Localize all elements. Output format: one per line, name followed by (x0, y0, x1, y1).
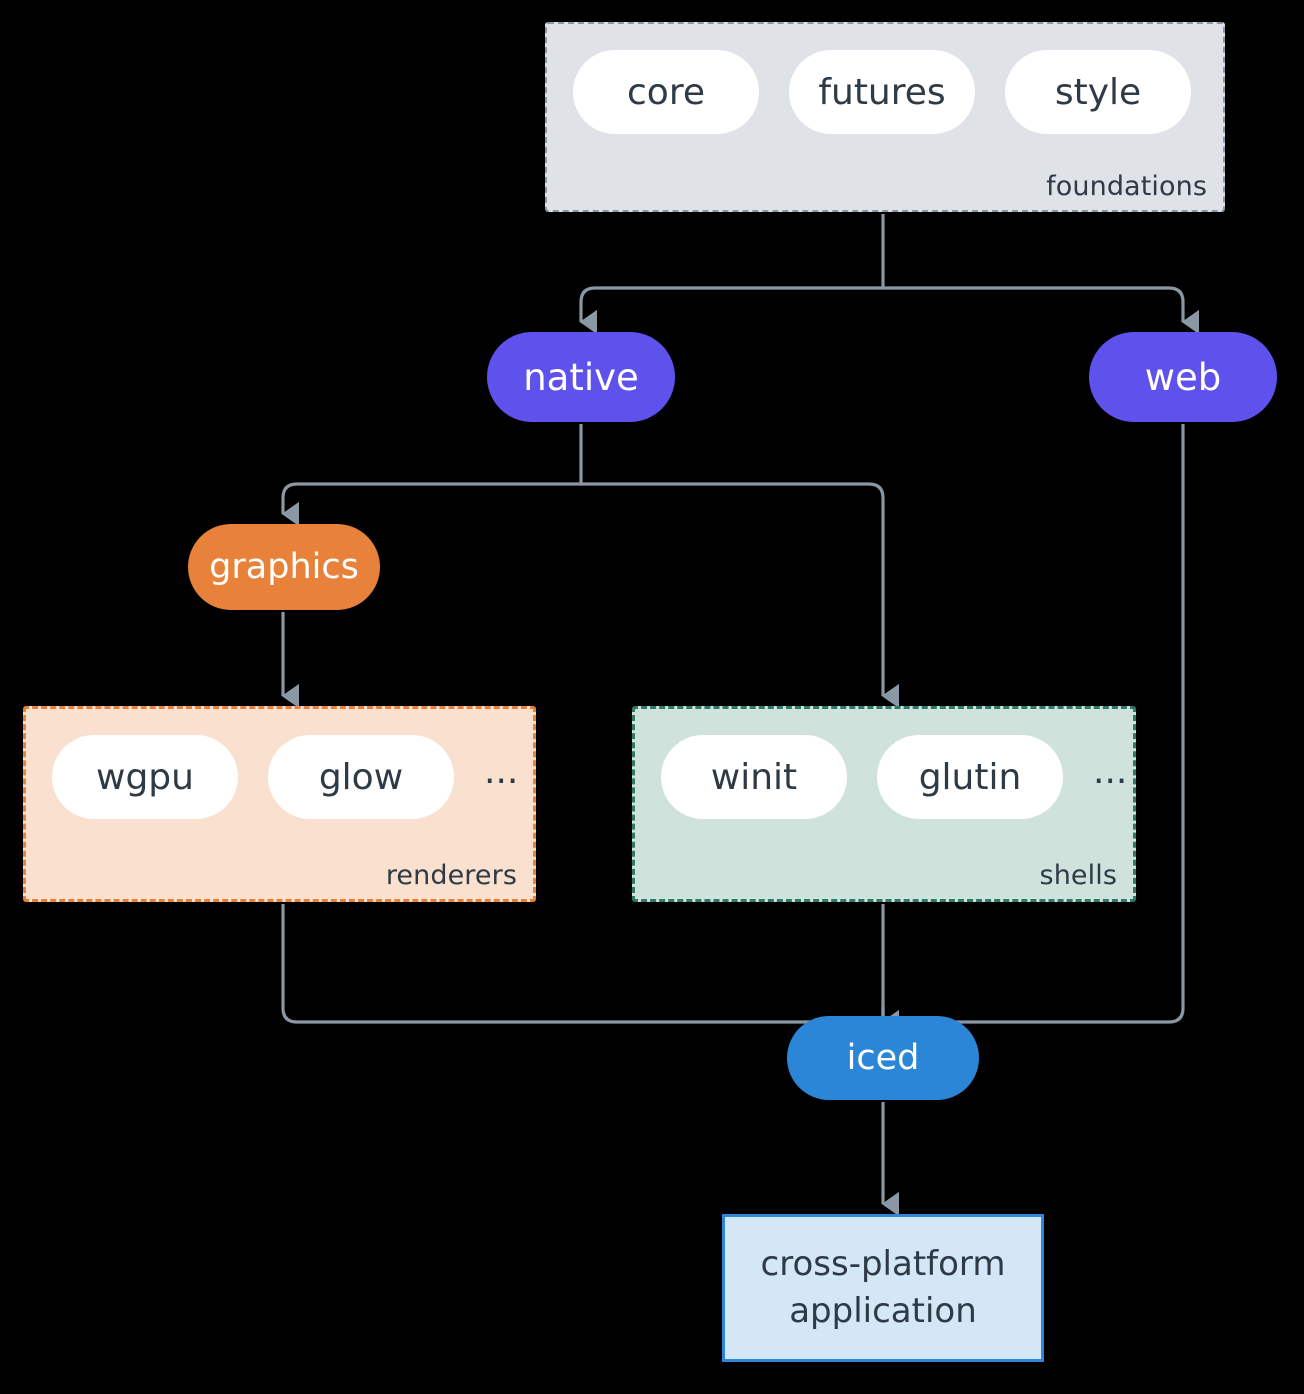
edge-native-to-shells (581, 482, 900, 709)
node-iced[interactable]: iced (787, 1016, 979, 1100)
application-label-line1: cross-platform (760, 1244, 1006, 1285)
group-label-shells: shells (1039, 860, 1117, 891)
node-web[interactable]: web (1089, 332, 1277, 422)
node-native[interactable]: native (487, 332, 675, 422)
edge-foundations-to-native (579, 286, 883, 335)
chip-futures[interactable]: futures (789, 50, 975, 134)
renderers-more-ellipsis: ... (484, 751, 519, 792)
foundations-items: core futures style (573, 50, 1191, 134)
application-label-line2: application (789, 1291, 977, 1331)
chip-glow[interactable]: glow (268, 735, 454, 819)
chip-style[interactable]: style (1005, 50, 1191, 134)
node-graphics[interactable]: graphics (188, 524, 380, 610)
shells-items: winit glutin ... (661, 735, 1127, 819)
edge-foundations-to-web (883, 286, 1200, 335)
chip-wgpu[interactable]: wgpu (52, 735, 238, 819)
chip-glutin[interactable]: glutin (877, 735, 1063, 819)
renderers-items: wgpu glow ... (52, 735, 518, 819)
node-cross-platform-application[interactable]: cross-platform application (722, 1214, 1044, 1362)
group-foundations: core futures style foundations (545, 22, 1225, 212)
edge-native-to-graphics (281, 482, 581, 527)
edge-renderers-to-iced (281, 904, 883, 1024)
group-label-renderers: renderers (385, 860, 517, 891)
group-label-foundations: foundations (1046, 171, 1207, 202)
chip-winit[interactable]: winit (661, 735, 847, 819)
group-renderers: wgpu glow ... renderers (23, 706, 536, 902)
chip-core[interactable]: core (573, 50, 759, 134)
group-shells: winit glutin ... shells (632, 706, 1136, 902)
shells-more-ellipsis: ... (1093, 751, 1128, 792)
